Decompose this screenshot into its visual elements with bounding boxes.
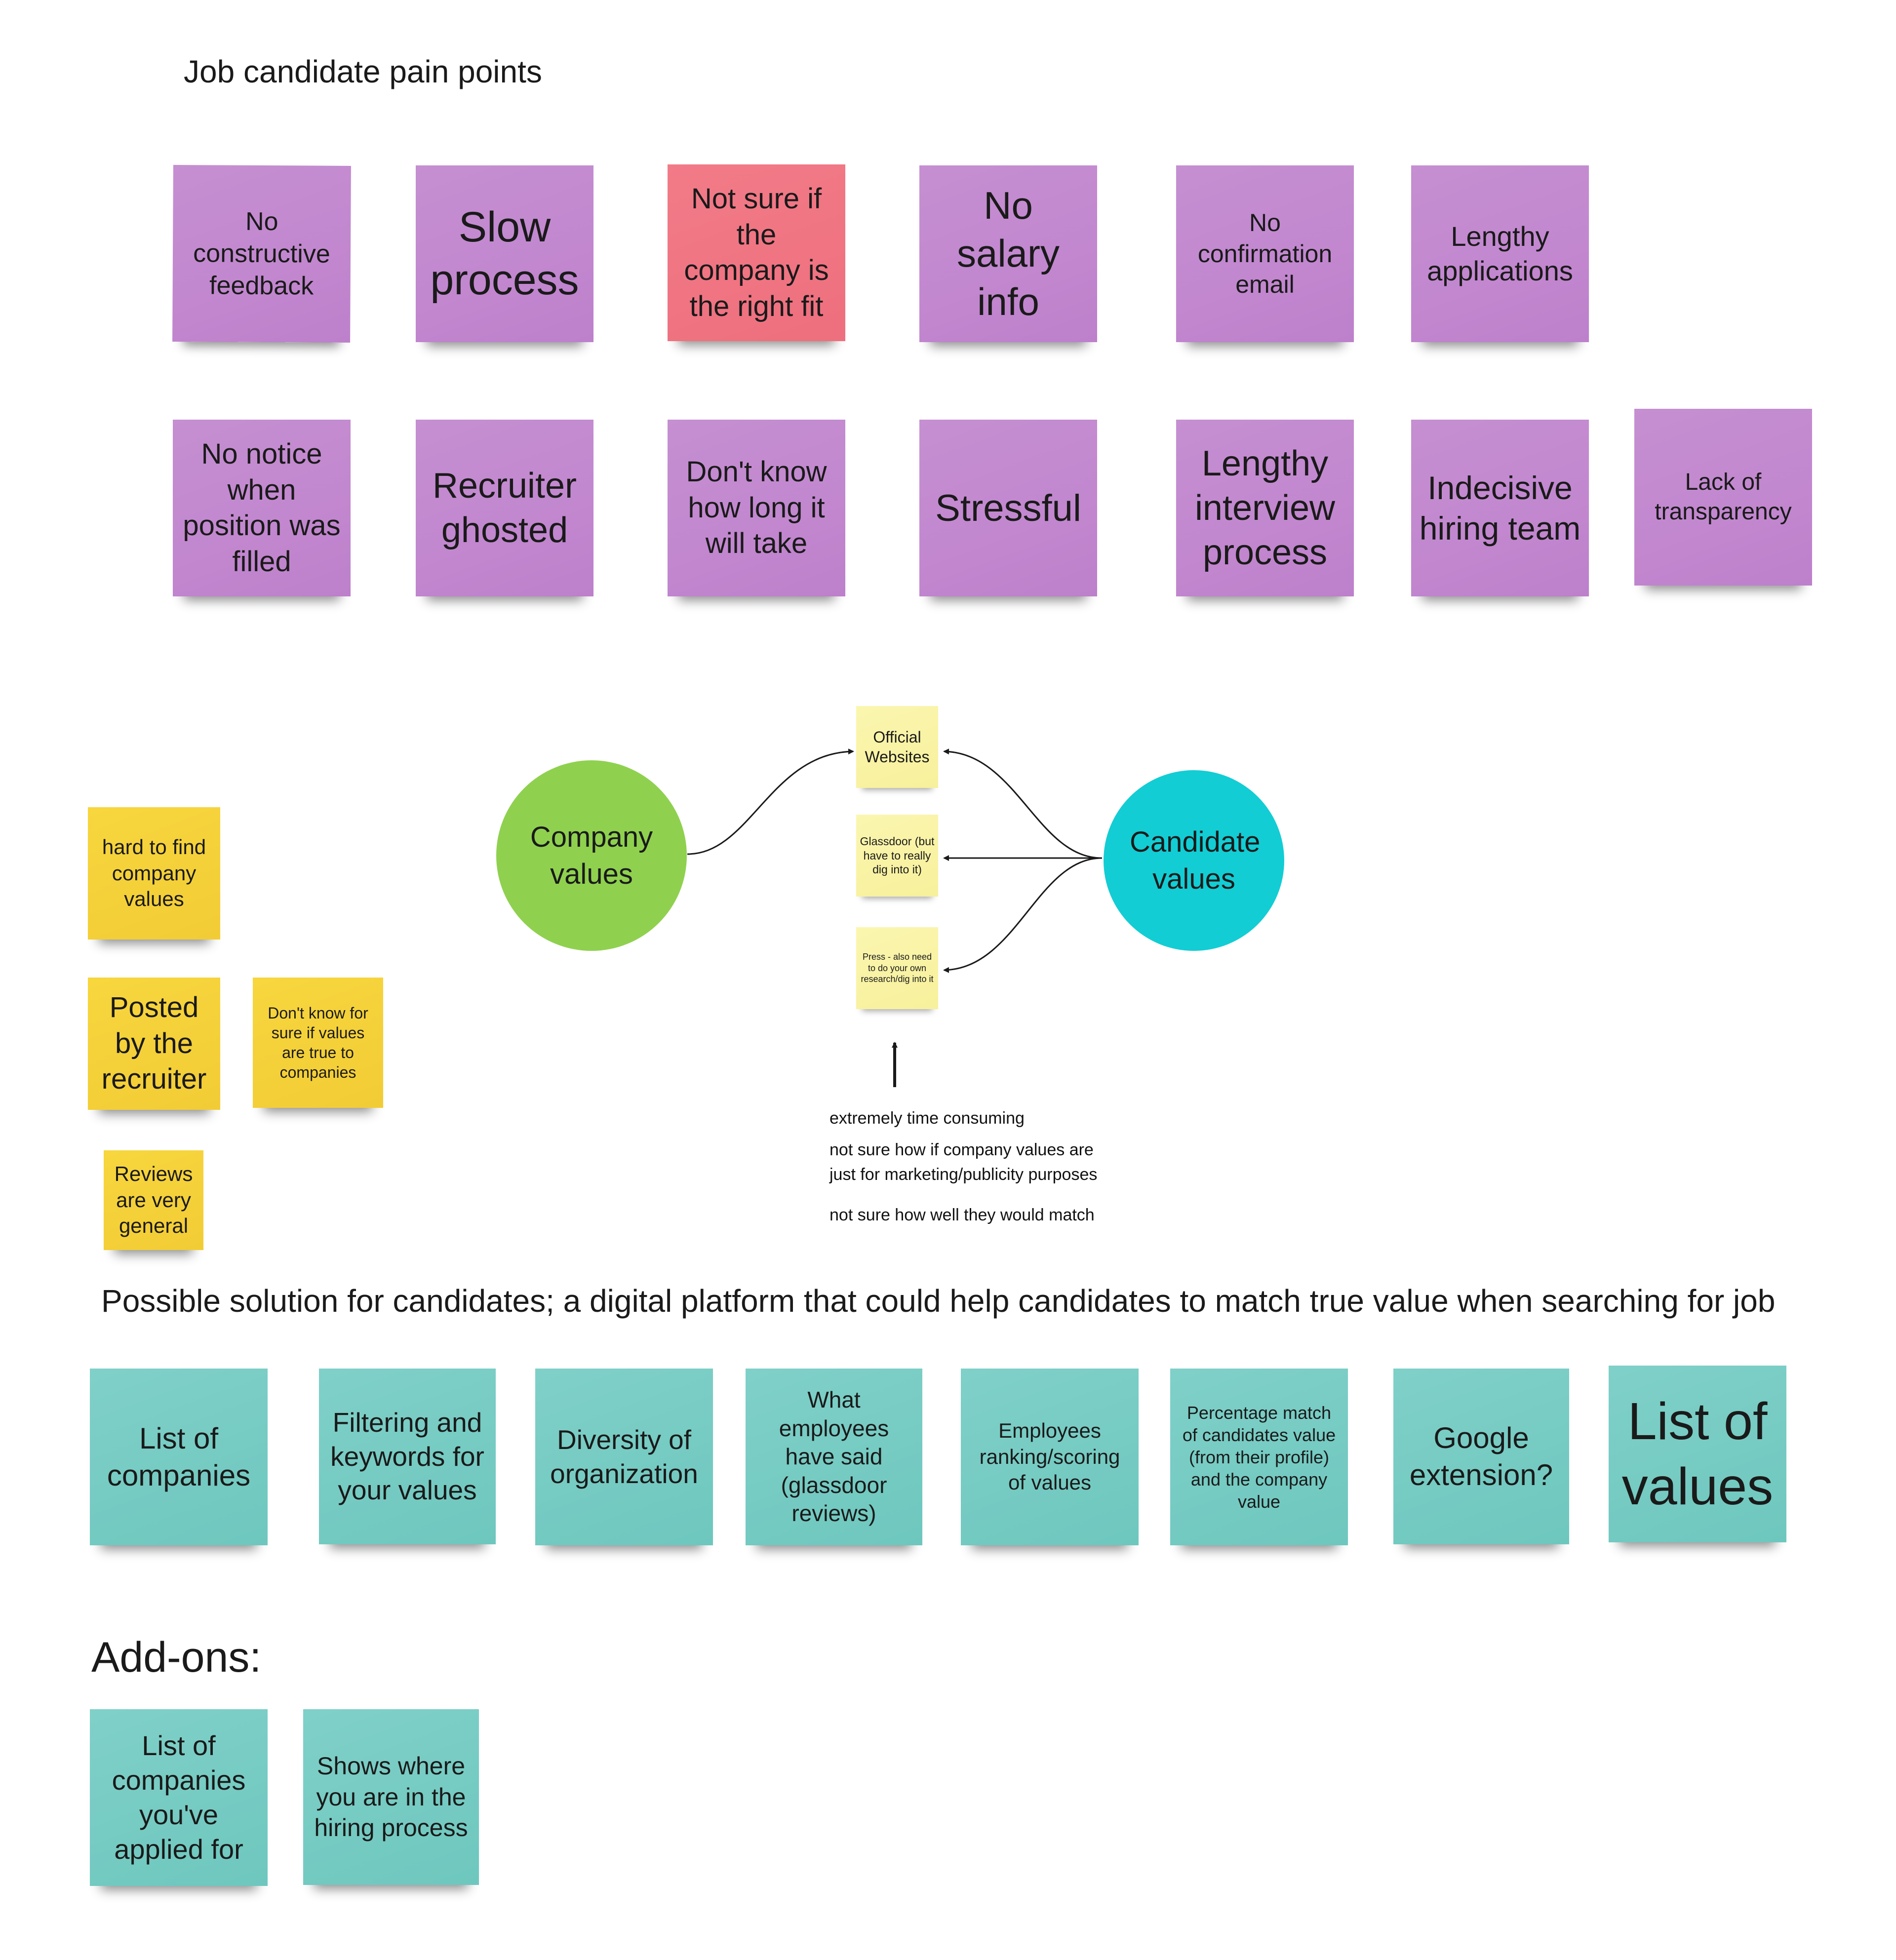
solution-title: Possible solution for candidates; a digi… [101, 1283, 1776, 1319]
sticky-note-glassdoor[interactable]: Glassdoor (but have to really dig into i… [856, 815, 938, 897]
connector-candidate-to-websites [943, 748, 1103, 859]
sticky-note[interactable]: Google extension? [1393, 1369, 1569, 1544]
sticky-note[interactable]: Stressful [919, 420, 1097, 596]
annotation-text: not sure how if company values are [830, 1140, 1094, 1159]
sticky-note[interactable]: Reviews are very general [104, 1150, 203, 1250]
sticky-note-press[interactable]: Press - also need to do your own researc… [856, 927, 938, 1009]
annotation-text: extremely time consuming [830, 1109, 1025, 1128]
sticky-note[interactable]: Employees ranking/scoring of values [961, 1369, 1139, 1545]
annotation-text: just for marketing/publicity purposes [830, 1165, 1098, 1184]
sticky-note[interactable]: Diversity of organization [535, 1369, 713, 1545]
candidate-values-circle[interactable]: Candidate values [1104, 770, 1284, 951]
sticky-note[interactable]: No notice when position was filled [173, 420, 351, 596]
sticky-note[interactable]: Recruiter ghosted [416, 420, 593, 596]
sticky-note[interactable]: Slow process [416, 165, 593, 342]
sticky-note[interactable]: List of companies you've applied for [90, 1709, 268, 1886]
sticky-note[interactable]: Percentage match of candidates value (fr… [1170, 1369, 1348, 1545]
sticky-note[interactable]: Lack of transparency [1634, 409, 1812, 586]
sticky-note[interactable]: List of values [1609, 1366, 1786, 1542]
sticky-note[interactable]: No confirmation email [1176, 165, 1354, 342]
sticky-note[interactable]: Filtering and keywords for your values [319, 1369, 496, 1544]
addons-title: Add-ons: [91, 1634, 262, 1681]
connector-company-to-websites [687, 748, 854, 855]
sticky-note[interactable]: What employees have said (glassdoor revi… [746, 1369, 922, 1545]
sticky-note[interactable]: No salary info [919, 165, 1097, 342]
sticky-note[interactable]: Don't know how long it will take [668, 420, 845, 596]
sticky-note[interactable]: Shows where you are in the hiring proces… [303, 1709, 479, 1885]
sticky-note[interactable]: List of companies [90, 1369, 268, 1545]
sticky-note[interactable]: Indecisive hiring team [1411, 420, 1589, 596]
sticky-note[interactable]: Not sure if the company is the right fit [668, 164, 845, 341]
pain-points-title: Job candidate pain points [184, 54, 542, 89]
annotation-text: not sure how well they would match [830, 1206, 1095, 1224]
sticky-note[interactable]: Lengthy applications [1411, 165, 1589, 342]
sticky-note[interactable]: Don't know for sure if values are true t… [253, 978, 383, 1108]
company-values-circle[interactable]: Company values [496, 760, 687, 951]
sticky-note-official-websites[interactable]: Official Websites [856, 706, 938, 788]
sticky-note[interactable]: hard to find company values [88, 807, 220, 940]
sticky-note[interactable]: Lengthy interview process [1176, 420, 1354, 596]
connector-candidate-to-press [943, 857, 1103, 973]
sticky-note[interactable]: Posted by the recruiter [88, 978, 220, 1110]
